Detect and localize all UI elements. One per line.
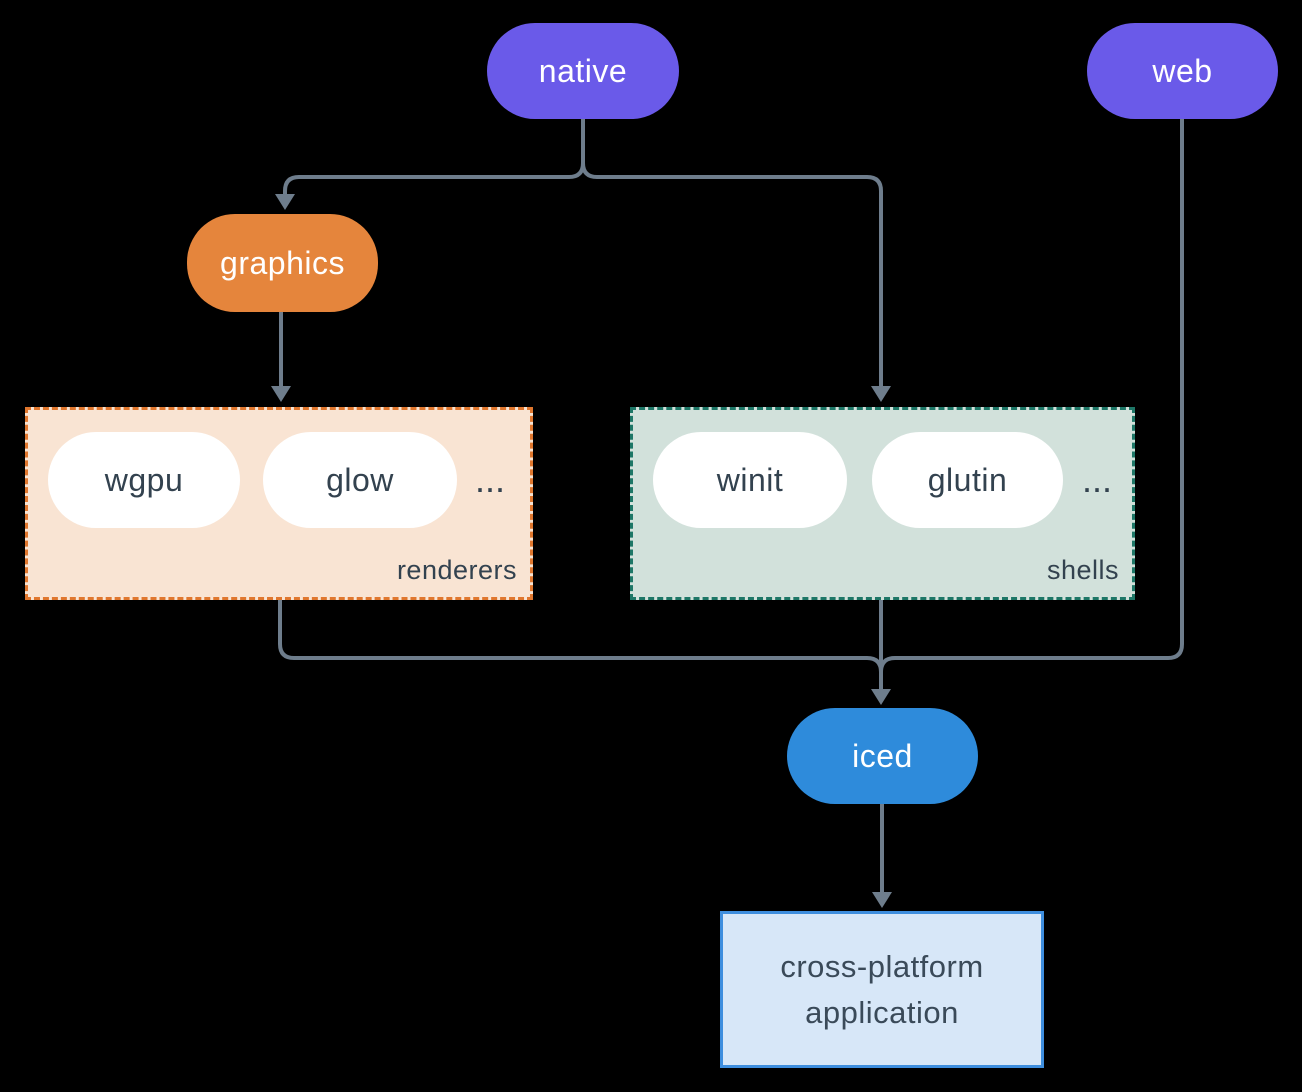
node-winit-label: winit	[716, 461, 784, 498]
node-winit: winit	[653, 432, 847, 528]
node-cross-platform-application: cross-platform application	[720, 911, 1044, 1068]
group-shells-label: shells	[1046, 555, 1119, 585]
edge-renderers-merge	[278, 600, 883, 673]
renderers-ellipsis: ...	[475, 459, 506, 500]
node-wgpu: wgpu	[48, 432, 240, 528]
node-glow-label: glow	[326, 461, 394, 498]
shells-ellipsis: ...	[1082, 459, 1113, 500]
node-wgpu-label: wgpu	[104, 461, 184, 498]
edge-native-shells	[581, 119, 883, 388]
node-graphics: graphics	[187, 214, 378, 312]
node-iced-label: iced	[852, 737, 913, 774]
node-glutin-label: glutin	[927, 461, 1008, 498]
edge-native-graphics	[283, 119, 585, 196]
arrowhead-graphics	[275, 194, 295, 210]
app-label-line1: cross-platform	[780, 948, 984, 984]
node-glow: glow	[263, 432, 457, 528]
node-graphics-label: graphics	[220, 244, 345, 281]
node-web: web	[1087, 23, 1278, 119]
app-label-line2: application	[805, 994, 959, 1030]
arrowhead-app	[872, 892, 892, 908]
arrowhead-renderers	[271, 386, 291, 402]
arrowhead-shells	[871, 386, 891, 402]
group-renderers-label: renderers	[396, 555, 517, 585]
node-iced: iced	[787, 708, 978, 804]
node-native: native	[487, 23, 679, 119]
node-native-label: native	[538, 52, 628, 89]
node-web-label: web	[1152, 52, 1213, 89]
node-glutin: glutin	[872, 432, 1063, 528]
arrowhead-iced	[871, 689, 891, 705]
